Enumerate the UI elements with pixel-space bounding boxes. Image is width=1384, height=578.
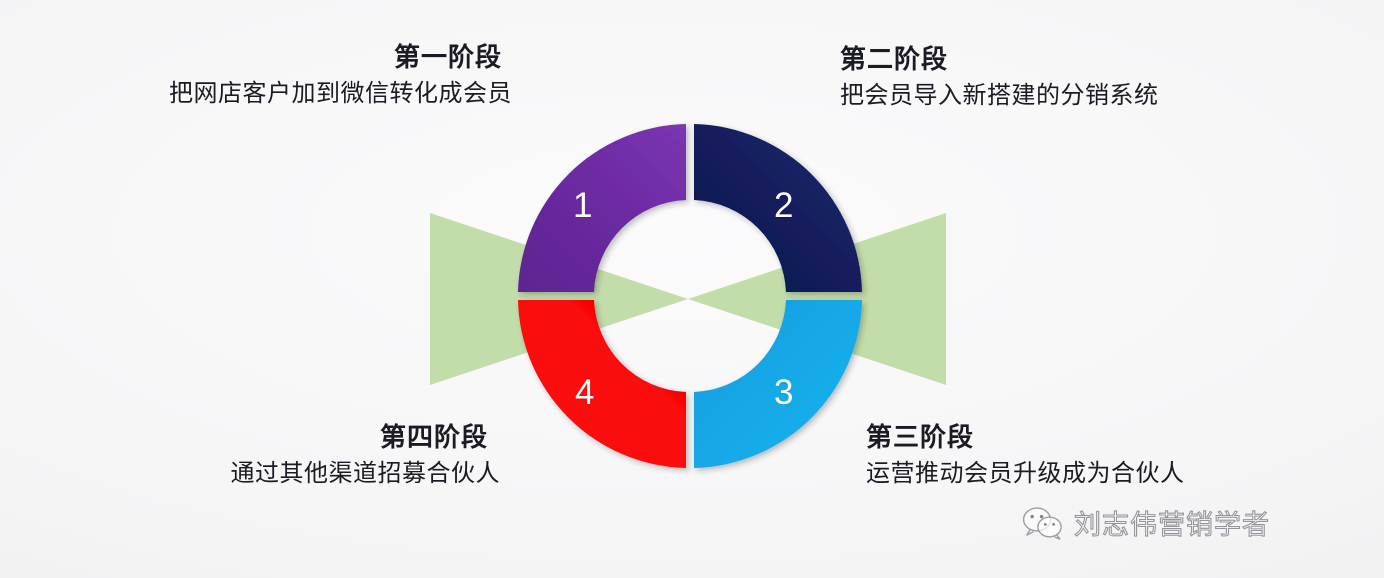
- wechat-icon: [1022, 506, 1062, 540]
- stage-4-label: 第四阶段 通过其他渠道招募合伙人: [60, 420, 500, 492]
- stage-1-body: 把网店客户加到微信转化成会员: [169, 80, 512, 108]
- four-stage-donut: [518, 124, 862, 468]
- stage-2-label: 第二阶段 把会员导入新搭建的分销系统: [840, 42, 1240, 114]
- donut-segment-4: [518, 300, 686, 468]
- stage-4-title: 第四阶段: [379, 422, 488, 452]
- stage-3-body: 运营推动会员升级成为合伙人: [866, 460, 1185, 488]
- watermark: 刘志伟营销学者: [1022, 503, 1270, 542]
- watermark-text: 刘志伟营销学者: [1073, 509, 1270, 540]
- stage-1-label: 第一阶段 把网店客户加到微信转化成会员: [60, 40, 512, 112]
- stage-2-title: 第二阶段: [840, 44, 949, 74]
- stage-4-body: 通过其他渠道招募合伙人: [230, 460, 500, 488]
- stage-3-label: 第三阶段 运营推动会员升级成为合伙人: [866, 420, 1266, 492]
- donut-segment-1-number: 1: [573, 186, 593, 225]
- donut-segment-2: [694, 124, 862, 292]
- donut-segment-2-number: 2: [774, 186, 794, 225]
- stage-3-title: 第三阶段: [866, 422, 975, 452]
- donut-segment-4-number: 4: [575, 373, 595, 412]
- donut-segment-3-number: 3: [774, 373, 794, 412]
- stage-2-body: 把会员导入新搭建的分销系统: [840, 82, 1159, 110]
- stage-1-title: 第一阶段: [393, 42, 502, 72]
- donut-segment-1: [518, 124, 686, 292]
- donut-segment-3: [694, 300, 862, 468]
